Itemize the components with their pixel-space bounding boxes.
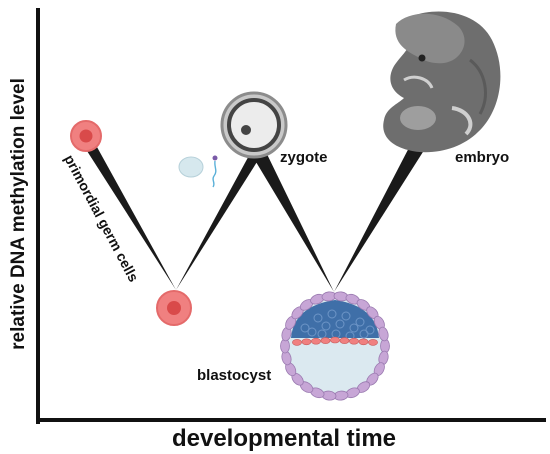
primitive-endoderm-cell xyxy=(349,337,359,345)
embryo-illustration xyxy=(383,11,501,153)
inner-cell-mass-cell xyxy=(327,309,337,319)
blastocyst-cell xyxy=(280,291,390,401)
primitive-endoderm-cell xyxy=(292,339,302,346)
wedge-blastocyst-to-embryo xyxy=(334,140,428,292)
pgc-cell-top xyxy=(70,120,102,152)
inner-cell-mass-cell xyxy=(317,329,327,339)
pgc-cell-bottom xyxy=(156,290,192,326)
x-axis-label: developmental time xyxy=(172,425,396,452)
primitive-endoderm-cell xyxy=(301,338,312,346)
inner-cell-mass-cell xyxy=(359,329,369,339)
inner-cell-mass-cell xyxy=(355,317,365,327)
primitive-endoderm-cell xyxy=(330,336,340,344)
primitive-endoderm-cell xyxy=(339,337,350,344)
inner-cell-mass-cell xyxy=(335,319,345,329)
primitive-endoderm-cell xyxy=(320,337,331,344)
y-axis-label: relative DNA methylation level xyxy=(8,78,29,350)
inner-cell-mass-cell xyxy=(307,327,317,337)
primitive-endoderm-cell xyxy=(358,338,369,346)
inner-cell-mass-cell xyxy=(300,323,310,333)
wedge-zygote-decline xyxy=(250,148,334,292)
zygote-cell xyxy=(220,91,288,159)
wedge-pgc-decline xyxy=(80,138,176,290)
inner-cell-mass-cell xyxy=(349,323,359,333)
blastocyst-label: blastocyst xyxy=(197,367,271,384)
embryo-label: embryo xyxy=(455,149,509,166)
primitive-endoderm-cell xyxy=(311,337,321,345)
trophectoderm-cell xyxy=(378,326,389,342)
inner-cell-mass-cell xyxy=(341,311,351,321)
zygote-label: zygote xyxy=(280,149,328,166)
inner-cell-mass-cell xyxy=(321,321,331,331)
inner-cell-mass-cell xyxy=(313,313,323,323)
primitive-endoderm-cell xyxy=(368,339,378,346)
oocyte-sperm-icon xyxy=(178,155,218,188)
wedge-pgc-to-zygote xyxy=(176,150,262,290)
